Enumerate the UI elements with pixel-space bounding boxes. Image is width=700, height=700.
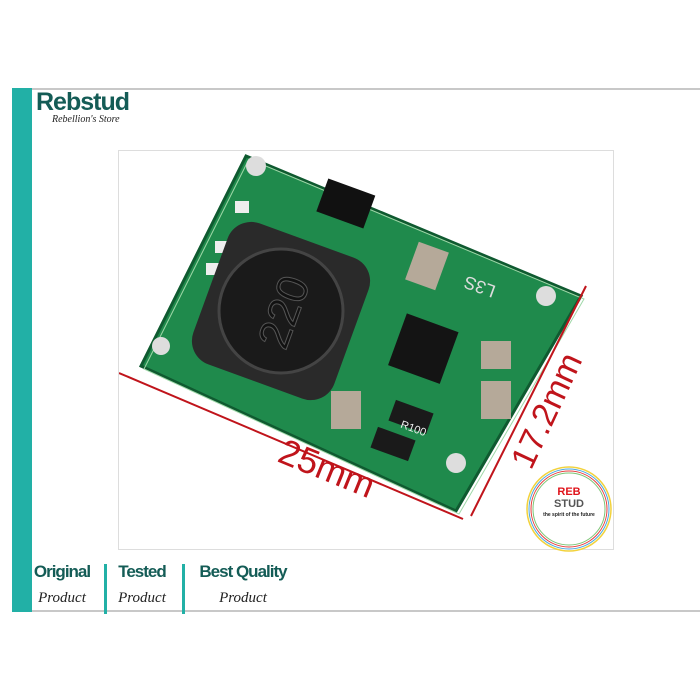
feature-title: Tested bbox=[118, 562, 167, 581]
brand-logo: Rebstud bbox=[36, 88, 130, 116]
seal-line3: the spirit of the future bbox=[543, 512, 595, 518]
feature-subtitle: Product bbox=[38, 590, 86, 606]
seal-line1: REB bbox=[557, 486, 580, 498]
feature-divider bbox=[104, 564, 107, 614]
feature-tested: Tested Product bbox=[112, 562, 172, 607]
feature-original: Original Product bbox=[33, 562, 91, 607]
rebstud-seal-logo: REB STUD the spirit of the future bbox=[526, 466, 612, 552]
seal-line2: STUD bbox=[554, 498, 584, 510]
brand-tagline: Rebellion's Store bbox=[52, 114, 120, 125]
feature-subtitle: Product bbox=[219, 590, 267, 606]
accent-bar bbox=[12, 88, 32, 612]
feature-subtitle: Product bbox=[118, 590, 166, 606]
product-photo: 220 L3S R100 25mm 17.2mm bbox=[118, 150, 614, 550]
feature-divider bbox=[182, 564, 185, 614]
feature-title: Original bbox=[33, 562, 91, 581]
feature-best-quality: Best Quality Product bbox=[197, 562, 289, 607]
feature-title: Best Quality bbox=[199, 562, 287, 581]
